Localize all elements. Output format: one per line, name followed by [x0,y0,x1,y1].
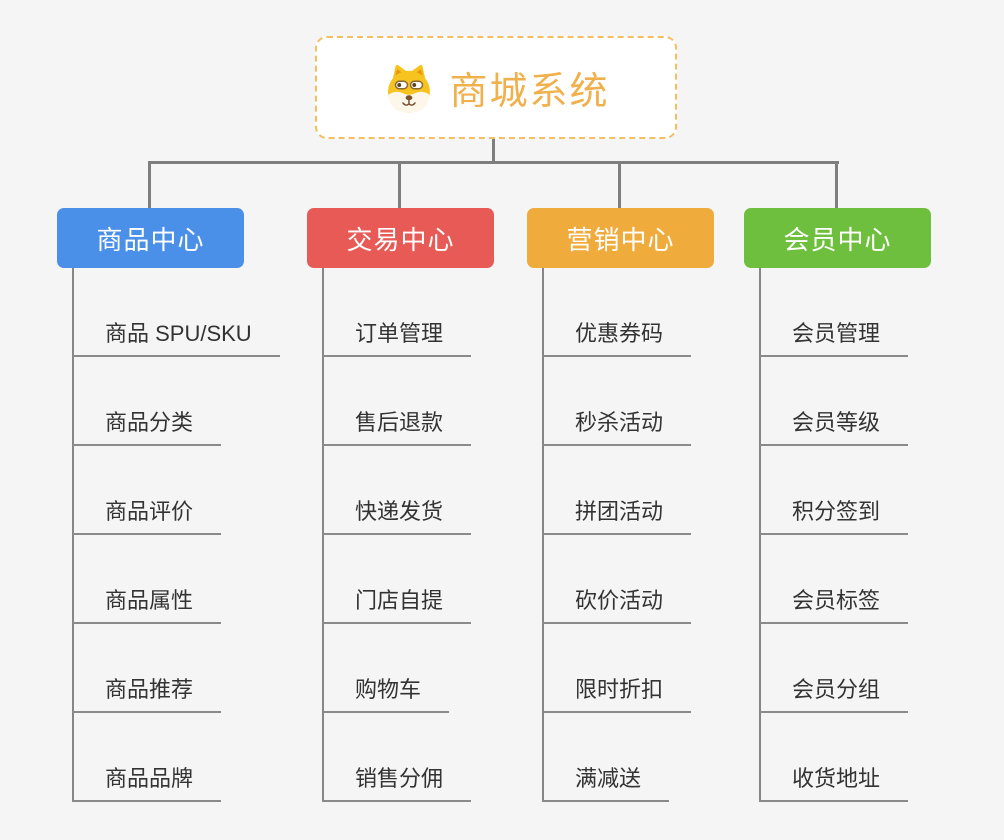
topic-label: 商品推荐 [72,672,222,713]
topic-label: 积分签到 [759,494,909,535]
branch-trunk-line [72,268,74,802]
topic-label: 会员标签 [759,583,909,624]
dog-face-icon [388,64,431,113]
connector-root-stub [492,139,495,163]
branch-header-trade-center[interactable]: 交易中心 [307,208,494,268]
topic-node[interactable]: 商品推荐 [72,624,280,713]
topic-node[interactable]: 商品评价 [72,446,280,535]
topic-node[interactable]: 商品分类 [72,357,280,446]
connector-drop-product [148,161,151,209]
topic-label: 优惠券码 [542,316,692,357]
topic-node[interactable]: 限时折扣 [542,624,692,713]
branch-children-member: 会员管理 会员等级 积分签到 会员标签 会员分组 收货地址 [759,268,909,802]
topic-label: 售后退款 [322,405,472,446]
branch-children-marketing: 优惠券码 秒杀活动 拼团活动 砍价活动 限时折扣 满减送 [542,268,692,802]
branch-trunk-line [759,268,761,802]
topic-label: 订单管理 [322,316,472,357]
topic-node[interactable]: 满减送 [542,713,691,802]
topic-label: 会员分组 [759,672,909,713]
topic-label: 会员管理 [759,316,909,357]
topic-node[interactable]: 会员等级 [759,357,909,446]
topic-node[interactable]: 门店自提 [322,535,472,624]
branch-children-product: 商品 SPU/SKU 商品分类 商品评价 商品属性 商品推荐 商品品牌 [72,268,280,802]
topic-label: 砍价活动 [542,583,692,624]
topic-node[interactable]: 拼团活动 [542,446,692,535]
topic-node[interactable]: 收货地址 [759,713,909,802]
topic-node[interactable]: 订单管理 [322,268,472,357]
topic-node[interactable]: 商品品牌 [72,713,280,802]
topic-node[interactable]: 砍价活动 [542,535,692,624]
topic-node[interactable]: 快递发货 [322,446,472,535]
topic-node[interactable]: 会员标签 [759,535,909,624]
topic-label: 门店自提 [322,583,472,624]
branch-children-trade: 订单管理 售后退款 快递发货 门店自提 购物车 销售分佣 [322,268,472,802]
root-topic[interactable]: 商城系统 [315,36,677,139]
branch-trunk-line [322,268,324,802]
branch-header-marketing-center[interactable]: 营销中心 [527,208,714,268]
topic-node[interactable]: 商品属性 [72,535,280,624]
topic-node[interactable]: 商品 SPU/SKU [72,268,280,357]
topic-label: 商品 SPU/SKU [72,316,280,357]
topic-label: 满减送 [542,761,670,802]
topic-label: 拼团活动 [542,494,692,535]
topic-node[interactable]: 会员管理 [759,268,909,357]
topic-node[interactable]: 积分签到 [759,446,909,535]
topic-node[interactable]: 秒杀活动 [542,357,692,446]
branch-trade-center: 交易中心 订单管理 售后退款 快递发货 门店自提 购物车 销售分佣 [307,208,562,802]
topic-label: 商品评价 [72,494,222,535]
topic-node[interactable]: 会员分组 [759,624,909,713]
topic-node[interactable]: 购物车 [322,624,471,713]
topic-node[interactable]: 优惠券码 [542,268,692,357]
topic-label: 秒杀活动 [542,405,692,446]
branch-member-center: 会员中心 会员管理 会员等级 积分签到 会员标签 会员分组 收货地址 [744,208,999,802]
topic-label: 会员等级 [759,405,909,446]
topic-label: 商品属性 [72,583,222,624]
connector-bus [148,161,839,164]
topic-node[interactable]: 售后退款 [322,357,472,446]
branch-header-product-center[interactable]: 商品中心 [57,208,244,268]
topic-label: 销售分佣 [322,761,472,802]
topic-label: 限时折扣 [542,672,692,713]
topic-label: 商品分类 [72,405,222,446]
branch-marketing-center: 营销中心 优惠券码 秒杀活动 拼团活动 砍价活动 限时折扣 满减送 [527,208,782,802]
branch-trunk-line [542,268,544,802]
branch-header-member-center[interactable]: 会员中心 [744,208,931,268]
connector-drop-member [835,161,838,209]
topic-node[interactable]: 销售分佣 [322,713,472,802]
topic-label: 快递发货 [322,494,472,535]
topic-label: 购物车 [322,672,450,713]
connector-drop-marketing [618,161,621,209]
connector-drop-trade [398,161,401,209]
root-topic-title: 商城系统 [449,71,610,113]
topic-label: 收货地址 [759,761,909,802]
topic-label: 商品品牌 [72,761,222,802]
branch-product-center: 商品中心 商品 SPU/SKU 商品分类 商品评价 商品属性 商品推荐 商品品牌 [57,208,312,802]
